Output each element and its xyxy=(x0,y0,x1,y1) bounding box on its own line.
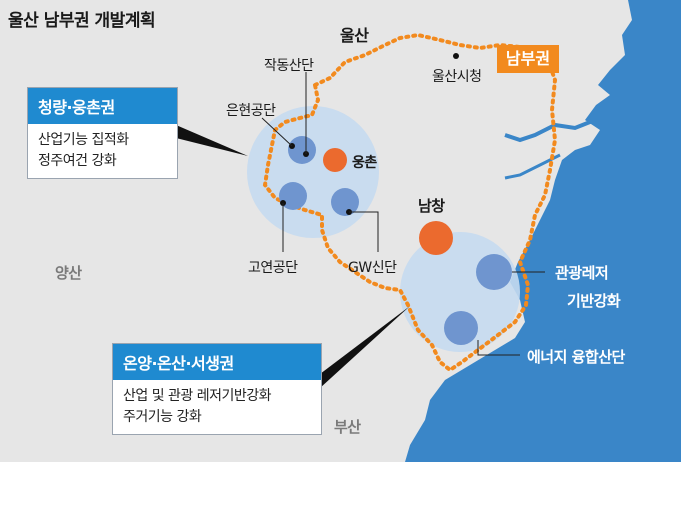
energy-site xyxy=(444,311,478,345)
river-inlet xyxy=(504,118,596,143)
busan-label: 부산 xyxy=(334,418,361,436)
onyang-body: 산업 및 관광 레저기반강화 주거기능 강화 xyxy=(113,380,321,434)
jakdong-site xyxy=(288,136,316,164)
river-inlet-branch xyxy=(504,153,561,180)
eunhyeon-label: 은현공단 xyxy=(226,103,276,119)
onyang-line: 주거기능 강화 xyxy=(123,409,202,425)
tourism-label-line2: 기반강화 xyxy=(567,292,621,310)
cheongryang-line: 산업기능 집적화 xyxy=(38,132,129,148)
south-zone-badge: 남부권 xyxy=(497,45,559,73)
cheongryang-heading: 청량·웅촌권 xyxy=(28,88,177,124)
cheongryang-pointer xyxy=(176,125,248,156)
leader-lines xyxy=(261,72,545,356)
onyang-heading: 온양·온산·서생권 xyxy=(113,344,321,380)
cheongryang-callout: 청량·웅촌권 산업기능 집적화 정주여건 강화 xyxy=(27,87,178,179)
jakdong-label: 작동산단 xyxy=(264,58,314,74)
cheongryang-body: 산업기능 집적화 정주여건 강화 xyxy=(28,124,177,178)
gw-label: GW신단 xyxy=(348,260,397,276)
onyang-callout: 온양·온산·서생권 산업 및 관광 레저기반강화 주거기능 강화 xyxy=(112,343,322,435)
namchang-marker xyxy=(419,221,453,255)
map-title: 울산 남부권 개발계획 xyxy=(8,11,156,31)
sea-area xyxy=(405,0,681,462)
ulsan-city-hall-label: 울산시청 xyxy=(432,69,482,85)
ungchon-label: 웅촌 xyxy=(352,155,377,171)
ungchon-marker xyxy=(323,148,347,172)
energy-label: 에너지 융합산단 xyxy=(527,348,625,366)
onyang-pointer xyxy=(320,306,410,388)
city-hall-dot xyxy=(453,53,459,59)
tourism-label-line1: 관광레저 xyxy=(555,264,609,282)
gw-site xyxy=(331,188,359,216)
tourism-site xyxy=(476,254,512,290)
onyang-line: 산업 및 관광 레저기반강화 xyxy=(123,388,272,404)
cheongryang-line: 정주여건 강화 xyxy=(38,153,117,169)
namchang-label: 남창 xyxy=(418,197,445,215)
yangsan-label: 양산 xyxy=(55,264,82,282)
map xyxy=(0,0,681,462)
south-zone-boundary xyxy=(262,32,558,373)
goyeon-label: 고연공단 xyxy=(248,260,298,276)
ulsan-label: 울산 xyxy=(340,26,369,45)
